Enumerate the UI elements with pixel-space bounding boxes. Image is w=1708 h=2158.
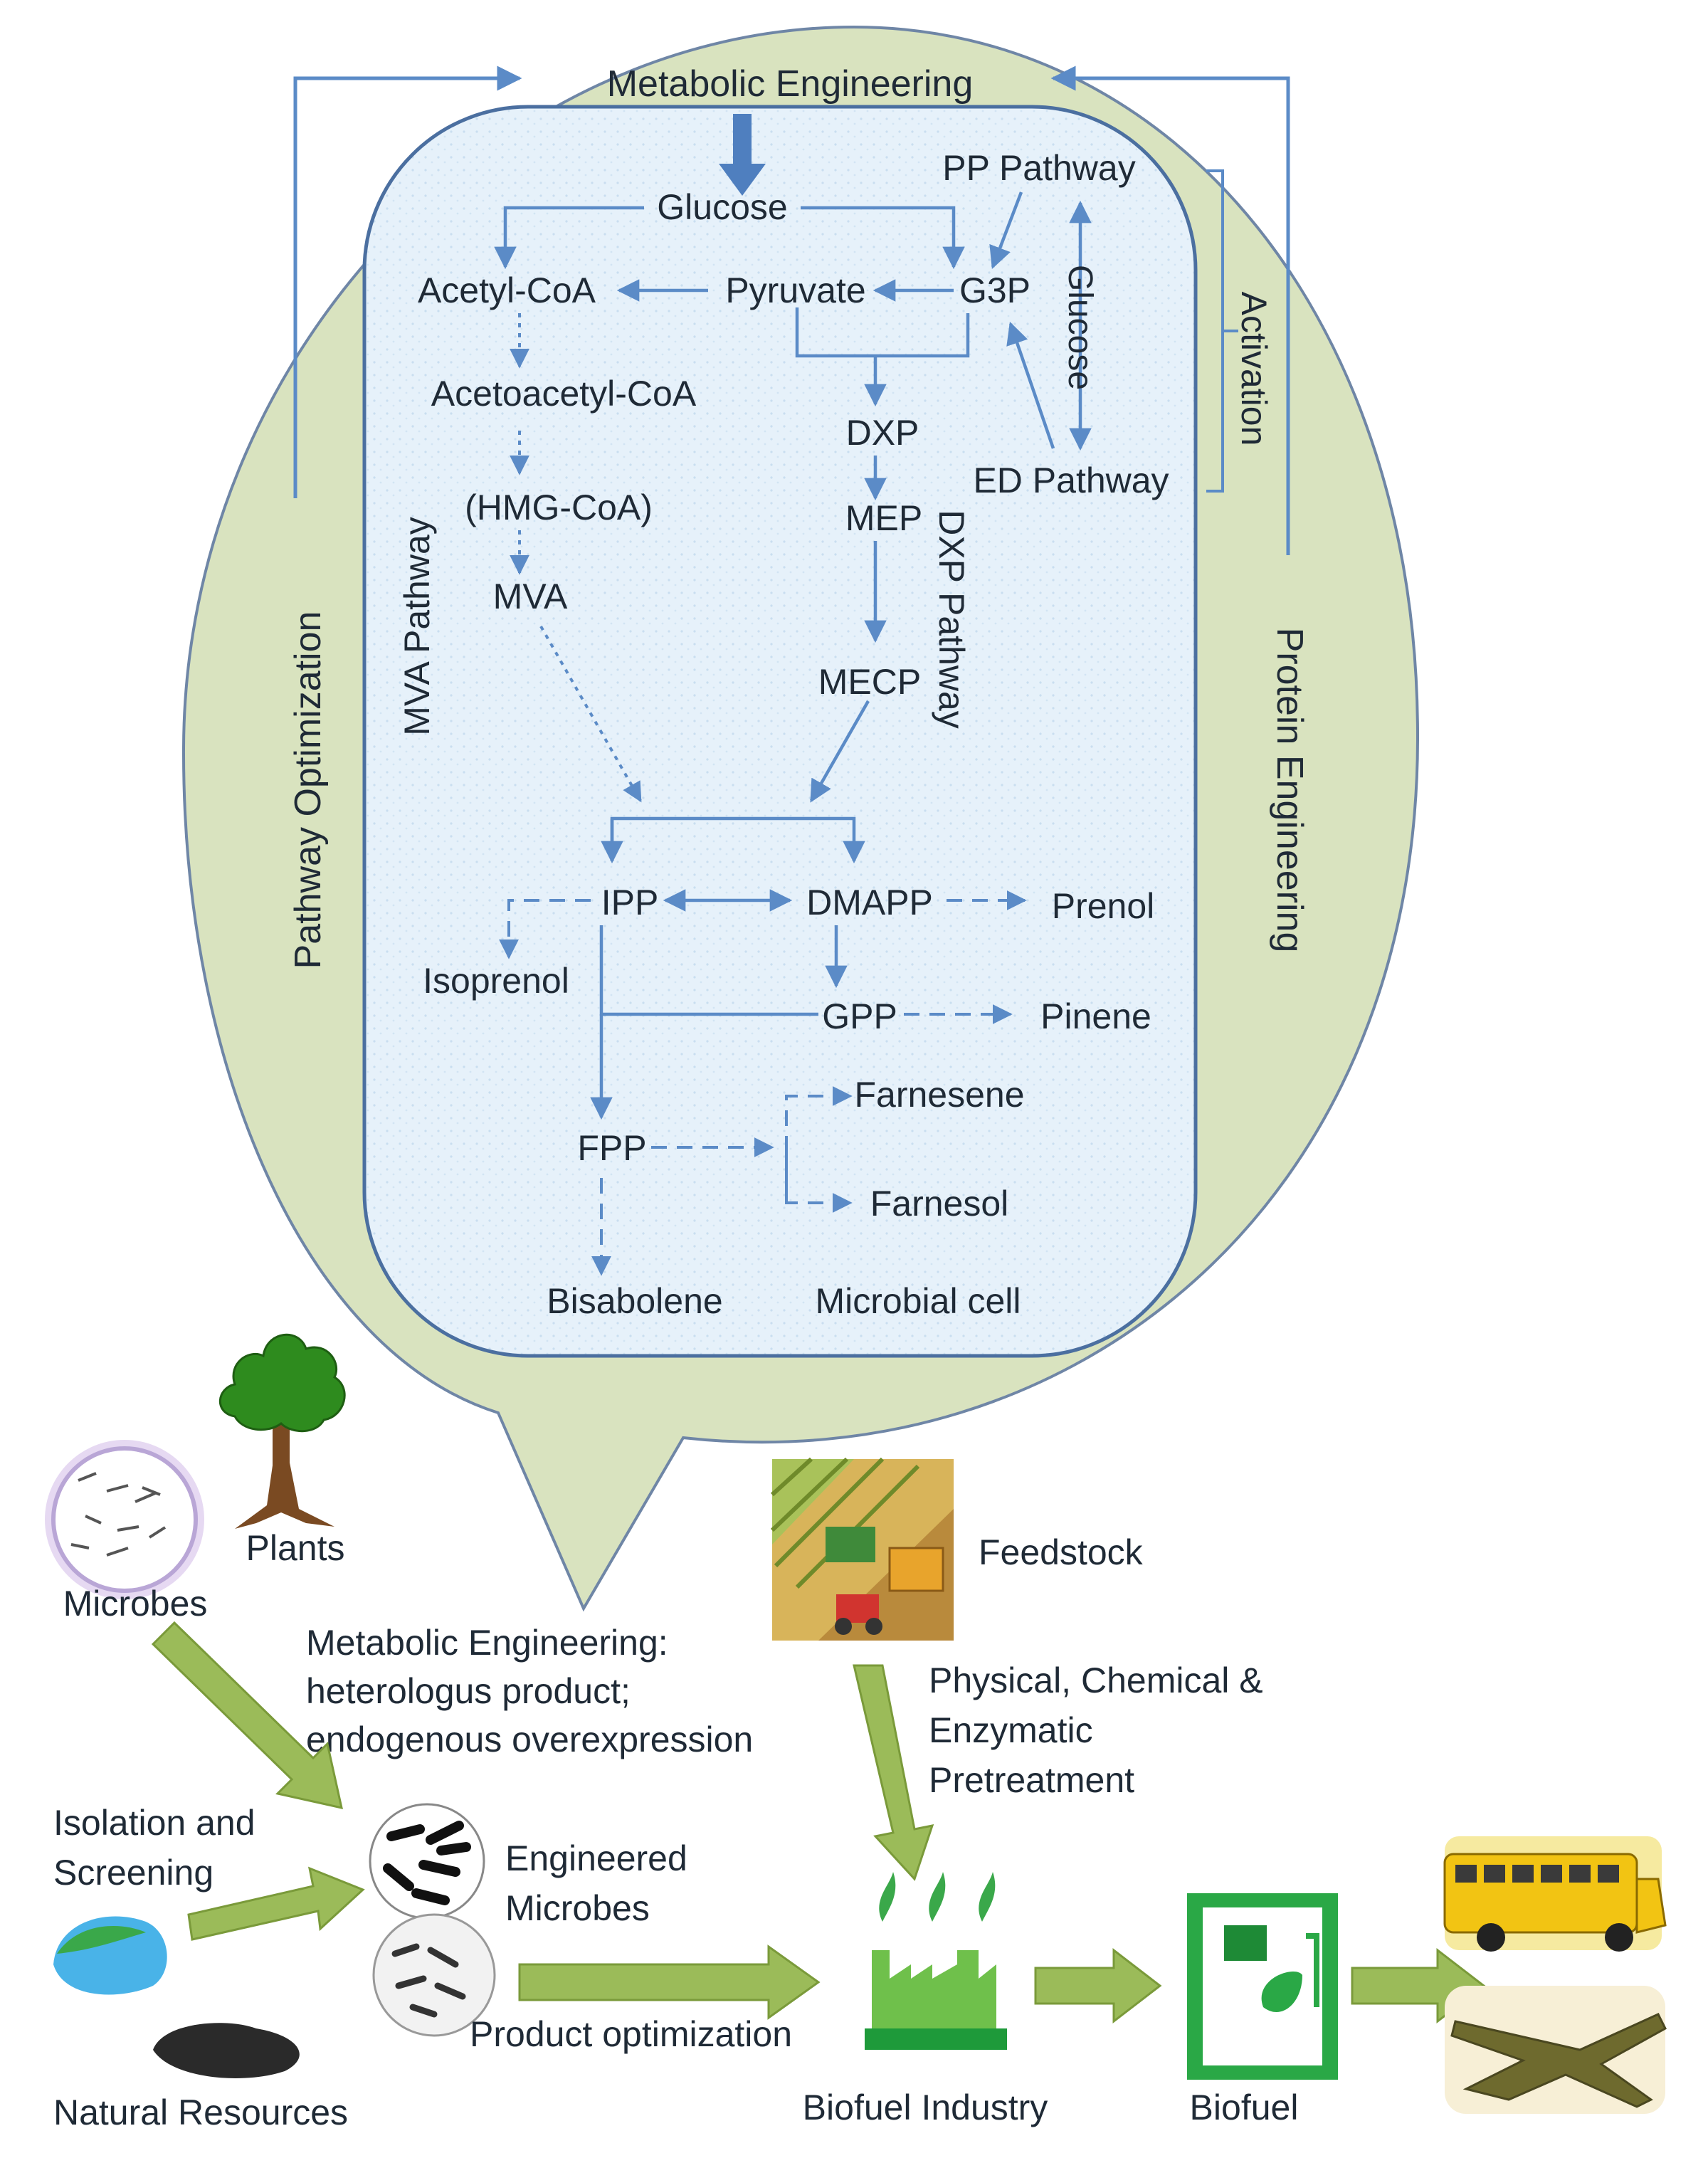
pretreatment-line3: Pretreatment	[929, 1760, 1134, 1800]
fpp-label: FPP	[577, 1128, 646, 1168]
isolation-line2: Screening	[53, 1853, 214, 1893]
isoprenol-label: Isoprenol	[423, 961, 569, 1001]
ed-pathway-label: ED Pathway	[973, 460, 1169, 500]
glucose-vertical-label: Glucose	[1061, 265, 1099, 390]
school-bus-icon	[1443, 1836, 1667, 1952]
g3p-label: G3P	[959, 270, 1030, 310]
me-note-line2: heterologus product;	[306, 1671, 631, 1711]
biofuel-label: Biofuel	[1190, 2088, 1299, 2127]
gpp-label: GPP	[822, 996, 897, 1036]
pathway-optimization-label: Pathway Optimization	[288, 611, 329, 969]
tree-icon	[218, 1333, 346, 1529]
feedstock-label: Feedstock	[979, 1532, 1144, 1572]
engineered-microbes-dish2-icon	[372, 1913, 496, 2037]
pretreatment-line1: Physical, Chemical &	[929, 1660, 1263, 1700]
protein-engineering-label: Protein Engineering	[1269, 628, 1310, 953]
microbes-petri-dish-icon	[45, 1440, 204, 1599]
bisabolene-label: Bisabolene	[547, 1281, 722, 1321]
mva-dotted-arrows	[510, 313, 642, 803]
farnesol-label: Farnesol	[870, 1184, 1009, 1223]
fuel-pump-icon	[1187, 1893, 1338, 2080]
microbial-cell-box	[362, 105, 1198, 1358]
product-dashed-arrows	[499, 890, 1027, 1276]
pp-pathway-label: PP Pathway	[942, 148, 1135, 188]
dxp-label: DXP	[846, 413, 919, 453]
acetyl-coa-label: Acetyl-CoA	[418, 270, 596, 310]
farnesene-label: Farnesene	[854, 1075, 1024, 1115]
me-note-line1: Metabolic Engineering:	[306, 1623, 668, 1663]
isolation-line1: Isolation and	[53, 1803, 255, 1843]
plants-label: Plants	[246, 1528, 345, 1568]
ipp-label: IPP	[601, 883, 659, 922]
product-optimization-label: Product optimization	[470, 2014, 792, 2054]
engineered-microbes-dish-icon	[369, 1803, 485, 1920]
prenol-label: Prenol	[1052, 886, 1155, 926]
mva-pathway-label: MVA Pathway	[397, 517, 437, 736]
protein-engineering-arrow	[1050, 65, 1290, 555]
pretreatment-line2: Enzymatic	[929, 1710, 1093, 1750]
engineered-microbes-line2: Microbes	[505, 1888, 650, 1928]
airplane-icon	[1445, 1986, 1667, 2114]
feedstock-farm-image	[770, 1457, 954, 1641]
glucose-label: Glucose	[657, 187, 787, 227]
dxp-pathway-label: DXP Pathway	[932, 510, 971, 729]
factory-icon	[865, 1872, 1007, 2050]
pathway-optimization-arrow	[293, 65, 522, 498]
pathway-arrows	[494, 191, 1092, 1120]
dmapp-label: DMAPP	[806, 883, 933, 922]
activation-label: Activation	[1234, 292, 1274, 446]
pinene-label: Pinene	[1040, 996, 1151, 1036]
mep-label: MEP	[845, 498, 922, 538]
biofuel-industry-label: Biofuel Industry	[803, 2088, 1048, 2127]
engineered-microbes-line1: Engineered	[505, 1838, 687, 1878]
natural-resources-label: Natural Resources	[53, 2093, 348, 2132]
green-flow-arrows	[151, 1621, 1486, 2024]
microbial-cell-label: Microbial cell	[816, 1281, 1021, 1321]
hmg-coa-label: (HMG-CoA)	[465, 488, 653, 527]
acetoacetyl-coa-label: Acetoacetyl-CoA	[431, 374, 697, 414]
metabolic-engineering-label: Metabolic Engineering	[607, 63, 974, 105]
microbes-label: Microbes	[63, 1584, 208, 1623]
pyruvate-label: Pyruvate	[725, 270, 865, 310]
me-note-line3: endogenous overexpression	[306, 1720, 753, 1759]
mecp-label: MECP	[818, 662, 921, 702]
natural-resources-icon	[53, 1916, 300, 2078]
metabolic-engineering-down-arrow	[719, 114, 766, 196]
mva-label: MVA	[493, 577, 568, 616]
